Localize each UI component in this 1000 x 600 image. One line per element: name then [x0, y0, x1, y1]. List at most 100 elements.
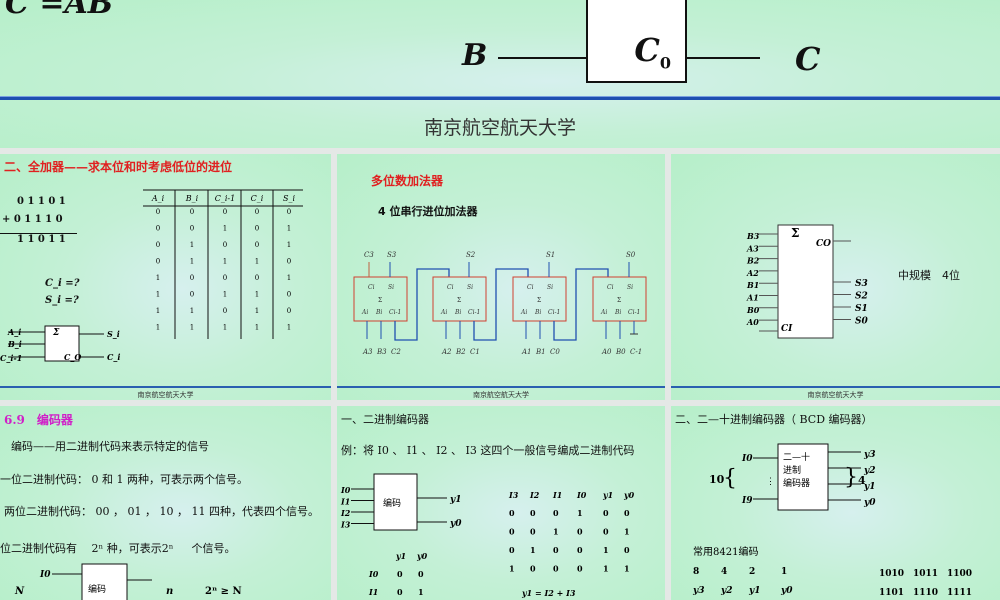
slide-title: 二、二—十进制编码器（ BCD 编码器）: [675, 413, 873, 426]
svg-text:B_i: B_i: [7, 339, 22, 349]
table-cell: 0: [223, 208, 227, 216]
table-cell: 1: [190, 258, 194, 266]
port-label: A0: [601, 348, 612, 356]
msi-label: 中规模 4位: [898, 269, 960, 282]
port-label: S2: [466, 251, 476, 259]
table-cell: 1: [255, 258, 259, 266]
table-cell: 0: [255, 208, 259, 216]
input-label: B1: [746, 280, 759, 290]
svg-text:编码器: 编码器: [783, 477, 810, 489]
footer: 南京航空航天大学: [423, 117, 576, 139]
sigma: Σ: [617, 297, 621, 304]
table-cell: 1: [156, 274, 160, 282]
carry-wire: [553, 268, 609, 341]
port-label: C0: [550, 348, 560, 356]
svg-text:I9: I9: [741, 496, 753, 506]
th: y0: [416, 551, 428, 561]
port-label: B0: [615, 348, 626, 356]
slide-thumb-binary-encoder[interactable]: 一、二进制编码器 例：将 I0 、 I1 、 I2 、 I3 这四个一般信号编成…: [337, 406, 665, 600]
gate-block: C0: [586, 0, 687, 83]
footer: 南京航空航天大学: [473, 391, 529, 399]
table-cell: I0: [368, 569, 379, 579]
formula: C =AB: [5, 0, 114, 21]
sum: 1 1 0 1 1: [17, 234, 66, 245]
table-cell: 0: [509, 508, 515, 518]
footer: 南京航空航天大学: [807, 391, 864, 399]
table-cell: 1: [190, 307, 194, 315]
output-label: y3: [863, 450, 876, 460]
slide-thumb-half-adder[interactable]: C =AB A B C0 C 南京航空航天大学: [0, 0, 1000, 148]
unused-code: 1011: [913, 569, 938, 579]
output-label: y0: [863, 498, 876, 508]
table-cell: 1: [603, 545, 609, 555]
cell-label: Bi: [375, 309, 382, 316]
slide-thumb-encoder-intro[interactable]: 6.9 编码器 编码——用二进制代码来表示特定的信号 一位二进制代码： 0 和 …: [0, 406, 331, 600]
ci-label: CI: [781, 324, 793, 334]
table-cell: 0: [553, 508, 559, 518]
ci-question: C_i =?: [45, 278, 80, 289]
table-cell: 0: [156, 208, 160, 216]
cell-label: Ci: [368, 284, 375, 291]
input-label: I2: [340, 508, 351, 518]
slide-thumb-bcd-encoder[interactable]: 二、二—十进制编码器（ BCD 编码器） 10 { I0 I9 ⋮ 二—十 进制…: [671, 406, 1000, 600]
cell-label: Ai: [440, 309, 447, 316]
input-label: B0: [746, 305, 760, 315]
output-label: y1: [449, 495, 462, 505]
table-cell: 1: [255, 291, 259, 299]
cell-label: Si: [467, 284, 473, 291]
sigma: Σ: [52, 328, 60, 338]
table-cell: 1: [577, 508, 583, 518]
table-cell: 0: [624, 545, 630, 555]
th: y1: [602, 490, 613, 500]
input-b-label: B: [462, 38, 488, 73]
table-cell: 0: [577, 564, 583, 574]
port-label: C-1: [630, 348, 642, 356]
addend-2: + 0 1 1 1 0: [2, 214, 63, 225]
table-cell: 0: [156, 258, 160, 266]
th: C_i-1: [215, 194, 235, 203]
table-cell: 0: [603, 508, 609, 518]
port-label: S3: [387, 251, 397, 259]
table-cell: 0: [397, 569, 403, 579]
sigma: Σ: [791, 226, 799, 240]
table-cell: 0: [156, 241, 160, 249]
svg-text:{: {: [723, 466, 737, 491]
input-a-label: A: [462, 0, 485, 7]
svg-text:4: 4: [858, 474, 866, 487]
cell-label: Ci-1: [389, 309, 401, 316]
th: I2: [529, 490, 540, 500]
svg-text:编码: 编码: [383, 497, 401, 509]
table-cell: 1: [255, 307, 259, 315]
sigma: Σ: [537, 297, 541, 304]
th: B_i: [185, 194, 199, 203]
encoder-block-diagram: I0 N 编码 n 2ⁿ ≥ N: [14, 563, 242, 600]
text-line: 两位二进制代码： 00 ， 01 ， 10 ， 11 四种，代表四个信号。: [4, 505, 319, 518]
th: y1: [395, 551, 406, 561]
input-label: I0: [340, 485, 351, 495]
table-cell: 1: [603, 564, 609, 574]
svg-text:A_i: A_i: [7, 327, 21, 337]
carry-wire: [473, 268, 529, 341]
table-cell: 0: [509, 545, 515, 555]
port-label: C1: [470, 348, 480, 356]
input-label: I1: [340, 497, 350, 507]
cell-label: Si: [547, 284, 553, 291]
sigma: Σ: [378, 297, 382, 304]
cell-label: Bi: [534, 309, 541, 316]
port-label: S0: [626, 251, 636, 259]
th: I3: [508, 490, 519, 500]
co-label: C0: [634, 31, 671, 73]
port-label: A3: [362, 348, 373, 356]
table-cell: 1: [287, 241, 291, 249]
co-label: CO: [816, 239, 831, 249]
port-label: A1: [521, 348, 532, 356]
output-label: S3: [855, 279, 868, 289]
footer: 南京航空航天大学: [137, 391, 194, 399]
n-in-label: N: [14, 586, 25, 597]
slide-thumb-full-adder[interactable]: 二、全加器——求本位和时考虑低位的进位 0 1 1 0 1 + 0 1 1 1 …: [0, 154, 331, 400]
